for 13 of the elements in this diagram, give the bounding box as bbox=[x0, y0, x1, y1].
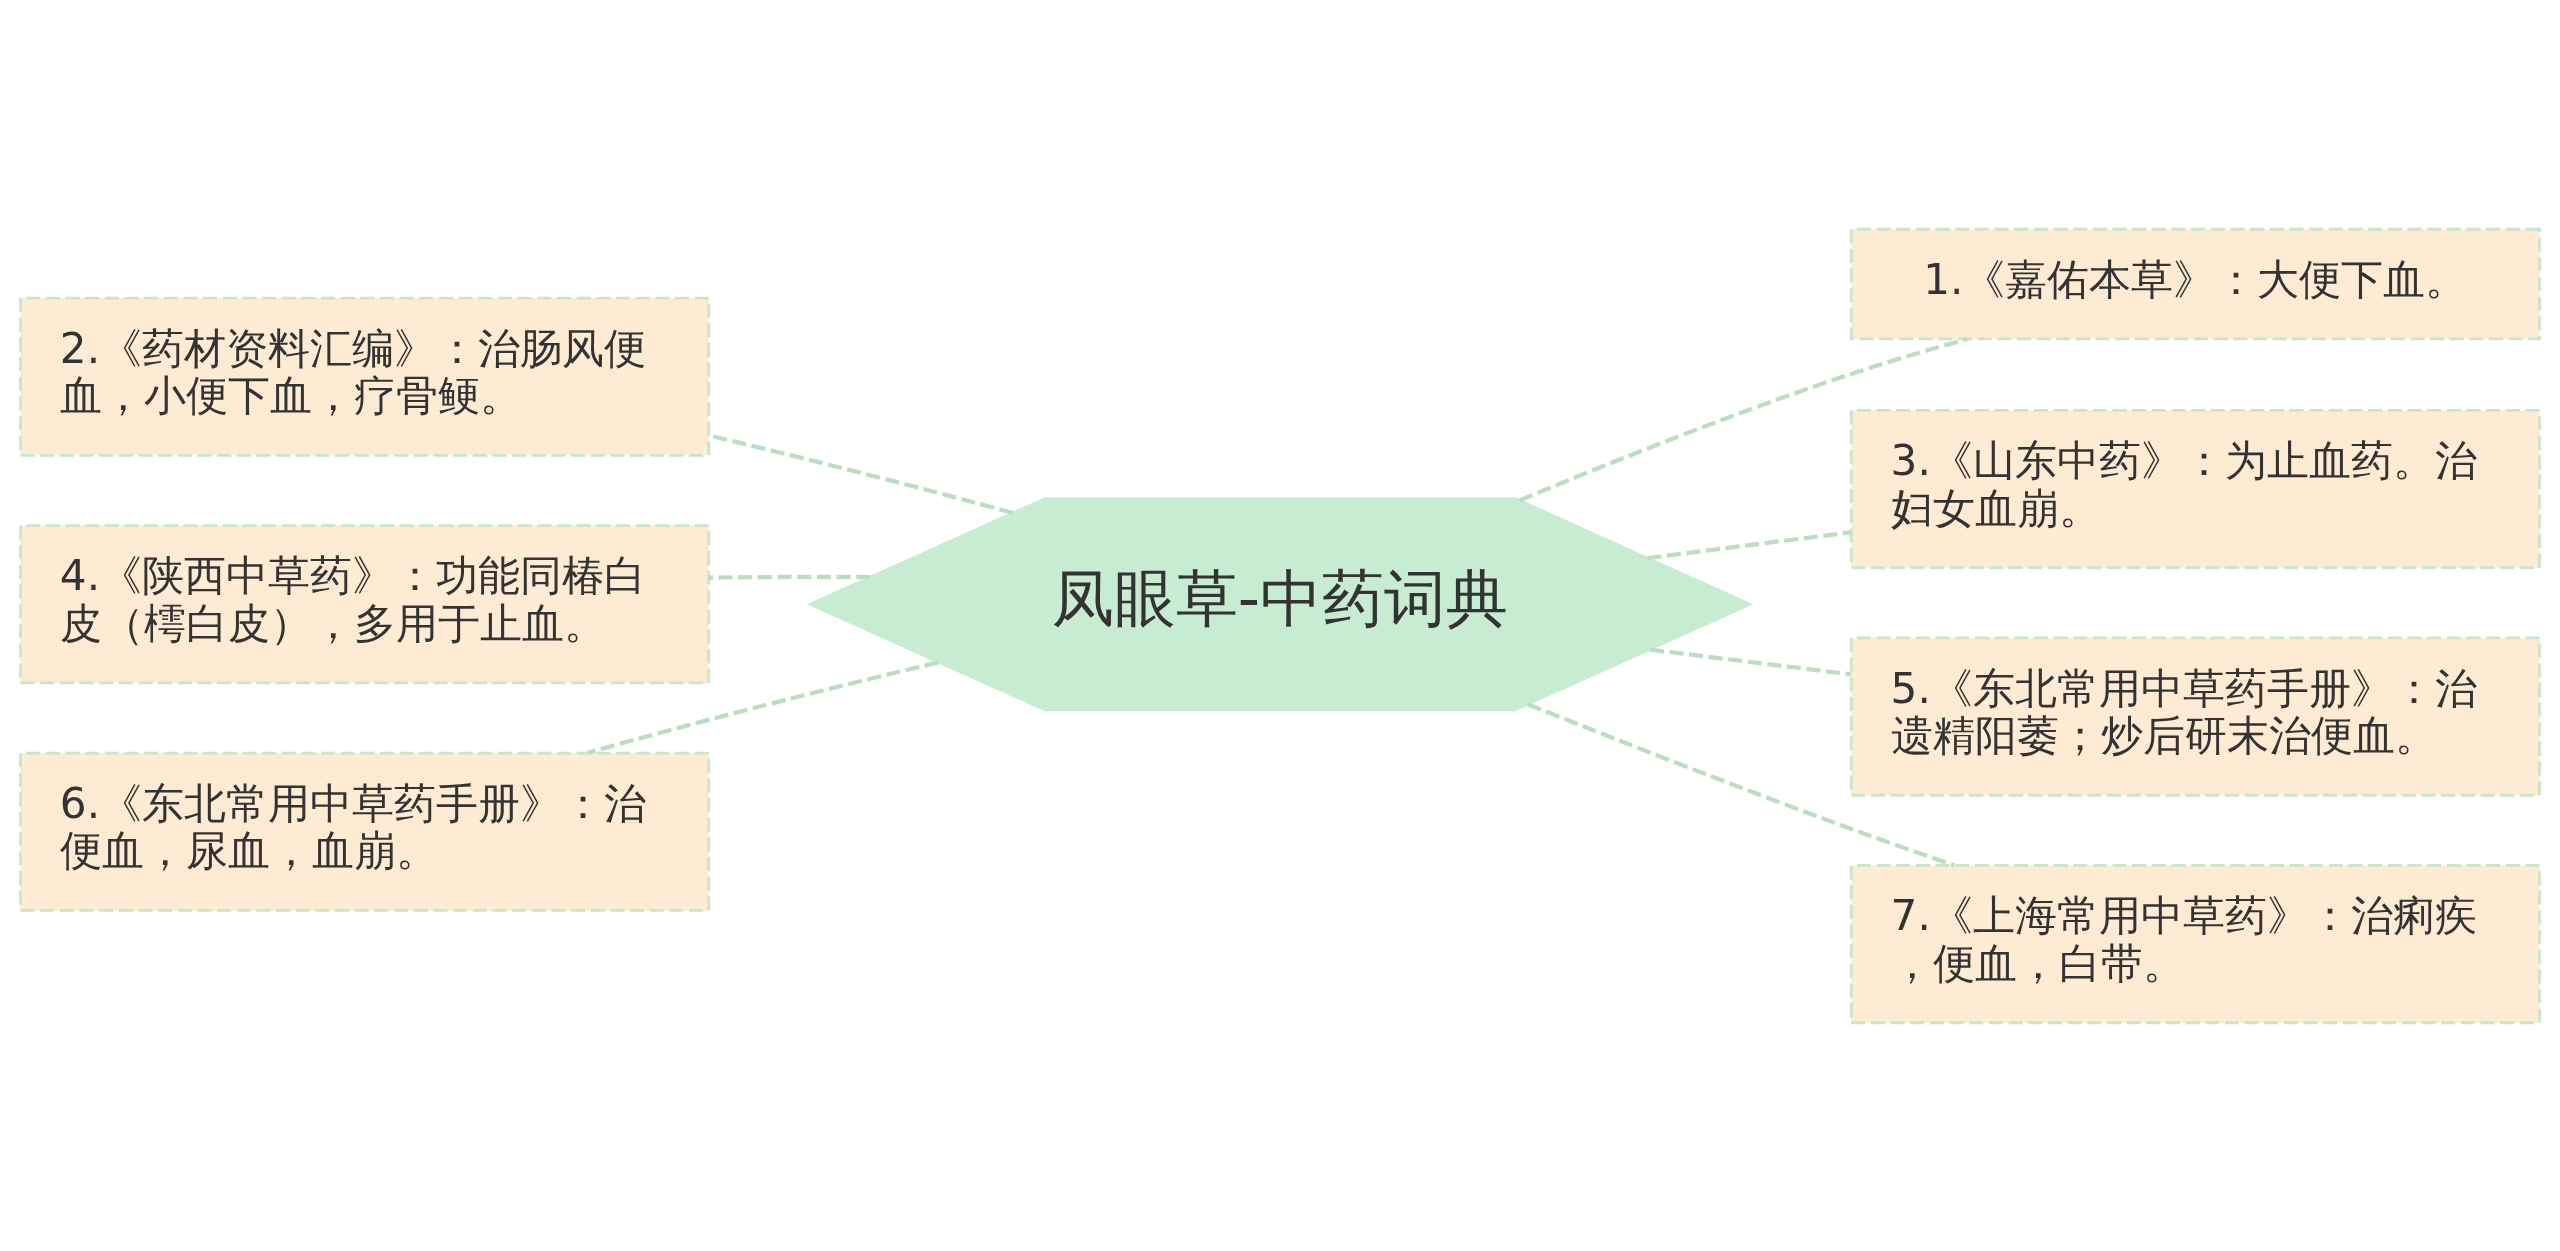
connector bbox=[1527, 701, 1955, 867]
node-box: 7.《上海常用中草药》：治痢疾，便血，白带。 bbox=[1849, 863, 2541, 1024]
node-box: 4.《陕西中草药》：功能同椿白皮（樗白皮），多用于止血。 bbox=[19, 523, 711, 684]
connector bbox=[1649, 647, 1852, 676]
connector bbox=[1647, 529, 1851, 560]
connector bbox=[1518, 336, 1968, 502]
connector bbox=[708, 574, 871, 580]
node-box: 5.《东北常用中草药手册》：治遗精阳萎；炒后研末治便血。 bbox=[1849, 636, 2541, 797]
node-box: 2.《药材资料汇编》：治肠风便血，小便下血，疗骨鲠。 bbox=[19, 296, 711, 457]
node-box: 6.《东北常用中草药手册》：治便血，尿血，血崩。 bbox=[19, 751, 711, 912]
node-box: 3.《山东中药》：为止血药。治妇女血崩。 bbox=[1849, 408, 2541, 569]
node-box: 1.《嘉佑本草》：大便下血。 bbox=[1849, 227, 2541, 340]
connector bbox=[587, 659, 939, 755]
